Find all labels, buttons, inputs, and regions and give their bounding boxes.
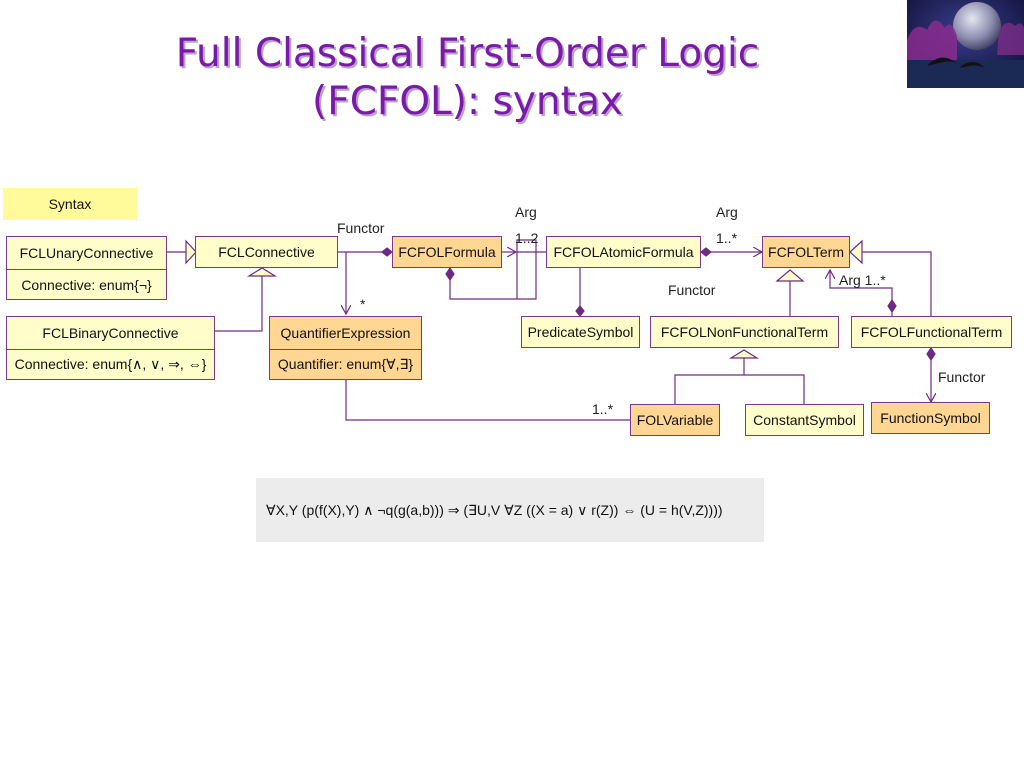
example-formula-panel: ∀X,Y (p(f(X),Y) ∧ ¬q(g(a,b))) ⇒ (∃U,V ∀Z… [256, 478, 764, 542]
class-attribute: Connective: enum{∧, ∨, ⇒, ⇔} [7, 349, 214, 379]
syntax-tag: Syntax [3, 188, 137, 220]
title-line-2: (FCFOL): syntax [312, 79, 623, 124]
example-formula: ∀X,Y (p(f(X),Y) ∧ ¬q(g(a,b))) ⇒ (∃U,V ∀Z… [266, 501, 723, 518]
class-fcl-connective[interactable]: FCLConnective [195, 236, 338, 268]
label-mult-1-star: 1..* [716, 230, 738, 246]
class-fcl-unary-connective[interactable]: FCLUnaryConnective Connective: enum{¬} [6, 236, 167, 300]
class-fcfol-non-functional-term[interactable]: FCFOLNonFunctionalTerm [650, 316, 839, 348]
corner-decorative-image [907, 0, 1024, 88]
label-mult-1-2: 1..2 [515, 230, 539, 246]
class-fol-variable[interactable]: FOLVariable [630, 404, 720, 436]
label-mult-variable: 1..* [592, 401, 614, 417]
class-attribute: Quantifier: enum{∀,∃} [270, 349, 421, 379]
class-fcfol-atomic-formula[interactable]: FCFOLAtomicFormula [546, 236, 701, 268]
class-constant-symbol[interactable]: ConstantSymbol [745, 404, 864, 436]
page-title: Full Classical First-Order Logic (FCFOL)… [0, 30, 935, 126]
class-function-symbol[interactable]: FunctionSymbol [871, 402, 990, 434]
label-functor-function: Functor [938, 369, 986, 385]
title-line-1: Full Classical First-Order Logic [175, 31, 760, 76]
class-name: QuantifierExpression [280, 325, 411, 341]
class-predicate-symbol[interactable]: PredicateSymbol [521, 316, 640, 348]
class-quantifier-expression[interactable]: QuantifierExpression Quantifier: enum{∀,… [269, 316, 422, 380]
class-fcfol-term[interactable]: FCFOLTerm [762, 236, 850, 268]
class-name: FCLUnaryConnective [19, 245, 154, 261]
class-attribute: Connective: enum{¬} [7, 269, 166, 299]
label-arg-formula: Arg [515, 204, 537, 220]
label-arg-term: Arg [716, 204, 738, 220]
label-star: * [360, 296, 366, 312]
label-arg-functional: Arg 1..* [839, 272, 886, 288]
label-functor-predicate: Functor [668, 282, 716, 298]
class-fcfol-functional-term[interactable]: FCFOLFunctionalTerm [851, 316, 1012, 348]
label-functor-connective: Functor [337, 220, 385, 236]
class-name: FCLBinaryConnective [42, 325, 179, 341]
class-fcl-binary-connective[interactable]: FCLBinaryConnective Connective: enum{∧, … [6, 316, 215, 380]
class-fcfol-formula[interactable]: FCFOLFormula [392, 236, 502, 268]
